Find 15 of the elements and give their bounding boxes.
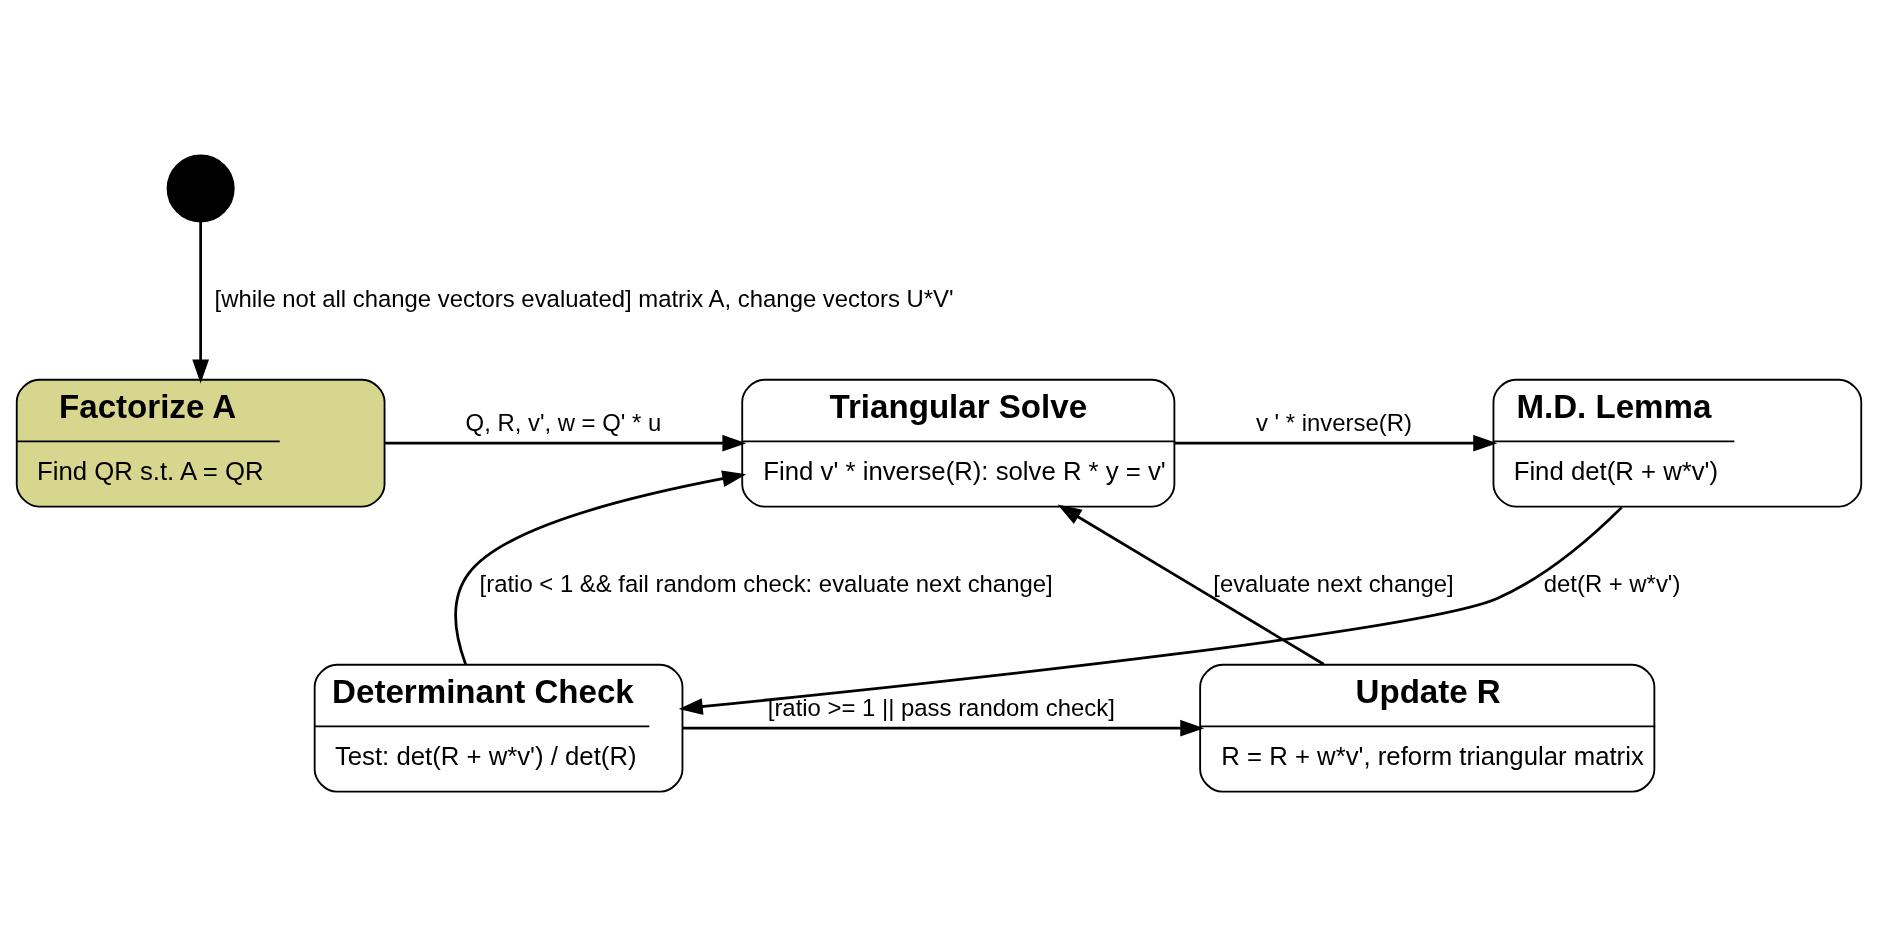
arrow (1174, 434, 1498, 452)
arrow (678, 506, 1623, 715)
arrow (192, 221, 210, 384)
arrow (454, 470, 747, 665)
edge-label: [ratio >= 1 || pass random check] (767, 694, 1115, 722)
arrow (682, 719, 1205, 737)
edge-label: det(R + w*v') (1543, 569, 1681, 597)
edge-label: v ' * inverse(R) (1255, 409, 1412, 437)
node-circle (166, 154, 235, 223)
arrow (385, 434, 747, 452)
edge-label: [ratio < 1 && fail random check: evaluate next change] (479, 569, 1053, 597)
edge-label: [while not all change vectors evaluated] matrix A, change vectors U*V' (214, 284, 954, 312)
arrow (1057, 504, 1325, 666)
edge-label: [evaluate next change] (1213, 569, 1454, 597)
edge-label: Q, R, v', w = Q' * u (465, 409, 662, 437)
